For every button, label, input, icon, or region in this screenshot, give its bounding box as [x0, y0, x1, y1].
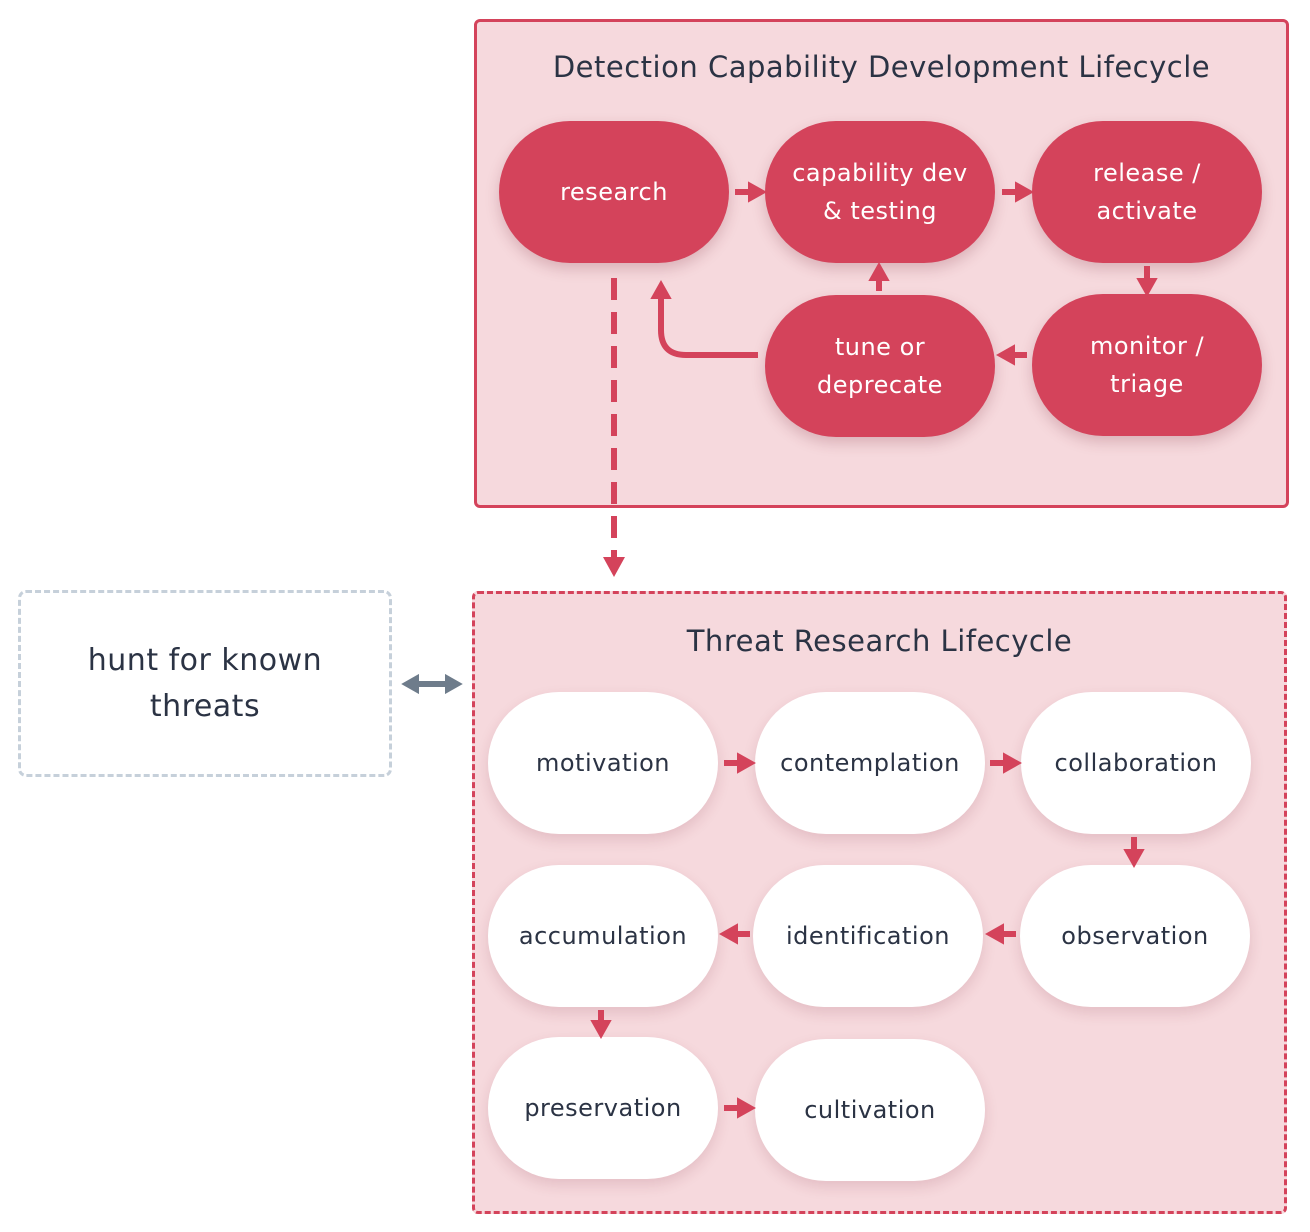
node-monitor-label: monitor / triage — [1089, 332, 1205, 398]
node-research: research — [499, 121, 729, 263]
hunt-box: hunt for known threats — [18, 590, 392, 777]
node-observation: observation — [1020, 865, 1250, 1007]
node-collaboration-label: collaboration — [1054, 749, 1218, 777]
node-preservation-label: preservation — [524, 1094, 682, 1122]
node-tune-label: tune or deprecate — [817, 333, 943, 399]
node-observation-label: observation — [1061, 922, 1209, 950]
node-release-label: release / activate — [1093, 159, 1201, 225]
node-contemplation-label: contemplation — [780, 749, 960, 777]
arrow-tune-to-research — [650, 280, 758, 358]
node-accumulation: accumulation — [488, 865, 718, 1007]
node-contemplation: contemplation — [755, 692, 985, 834]
node-research-label: research — [560, 178, 668, 206]
node-motivation: motivation — [488, 692, 718, 834]
hunt-label: hunt for known threats — [87, 642, 323, 724]
node-monitor: monitor / triage — [1032, 294, 1262, 436]
node-capability-dev: capability dev & testing — [765, 121, 995, 263]
node-release: release / activate — [1032, 121, 1262, 263]
node-collaboration: collaboration — [1021, 692, 1251, 834]
threat-lifecycle-title: Threat Research Lifecycle — [686, 624, 1073, 658]
node-cultivation: cultivation — [755, 1039, 985, 1181]
node-tune: tune or deprecate — [765, 295, 995, 437]
node-preservation: preservation — [488, 1037, 718, 1179]
detection-lifecycle-title: Detection Capability Development Lifecyc… — [552, 50, 1211, 84]
node-cultivation-label: cultivation — [804, 1096, 936, 1124]
node-identification: identification — [753, 865, 983, 1007]
node-motivation-label: motivation — [535, 749, 671, 777]
node-accumulation-label: accumulation — [518, 922, 688, 950]
node-identification-label: identification — [786, 922, 950, 950]
dashed-link-arrowhead — [603, 557, 625, 577]
node-capability-dev-label: capability dev & testing — [792, 159, 968, 225]
